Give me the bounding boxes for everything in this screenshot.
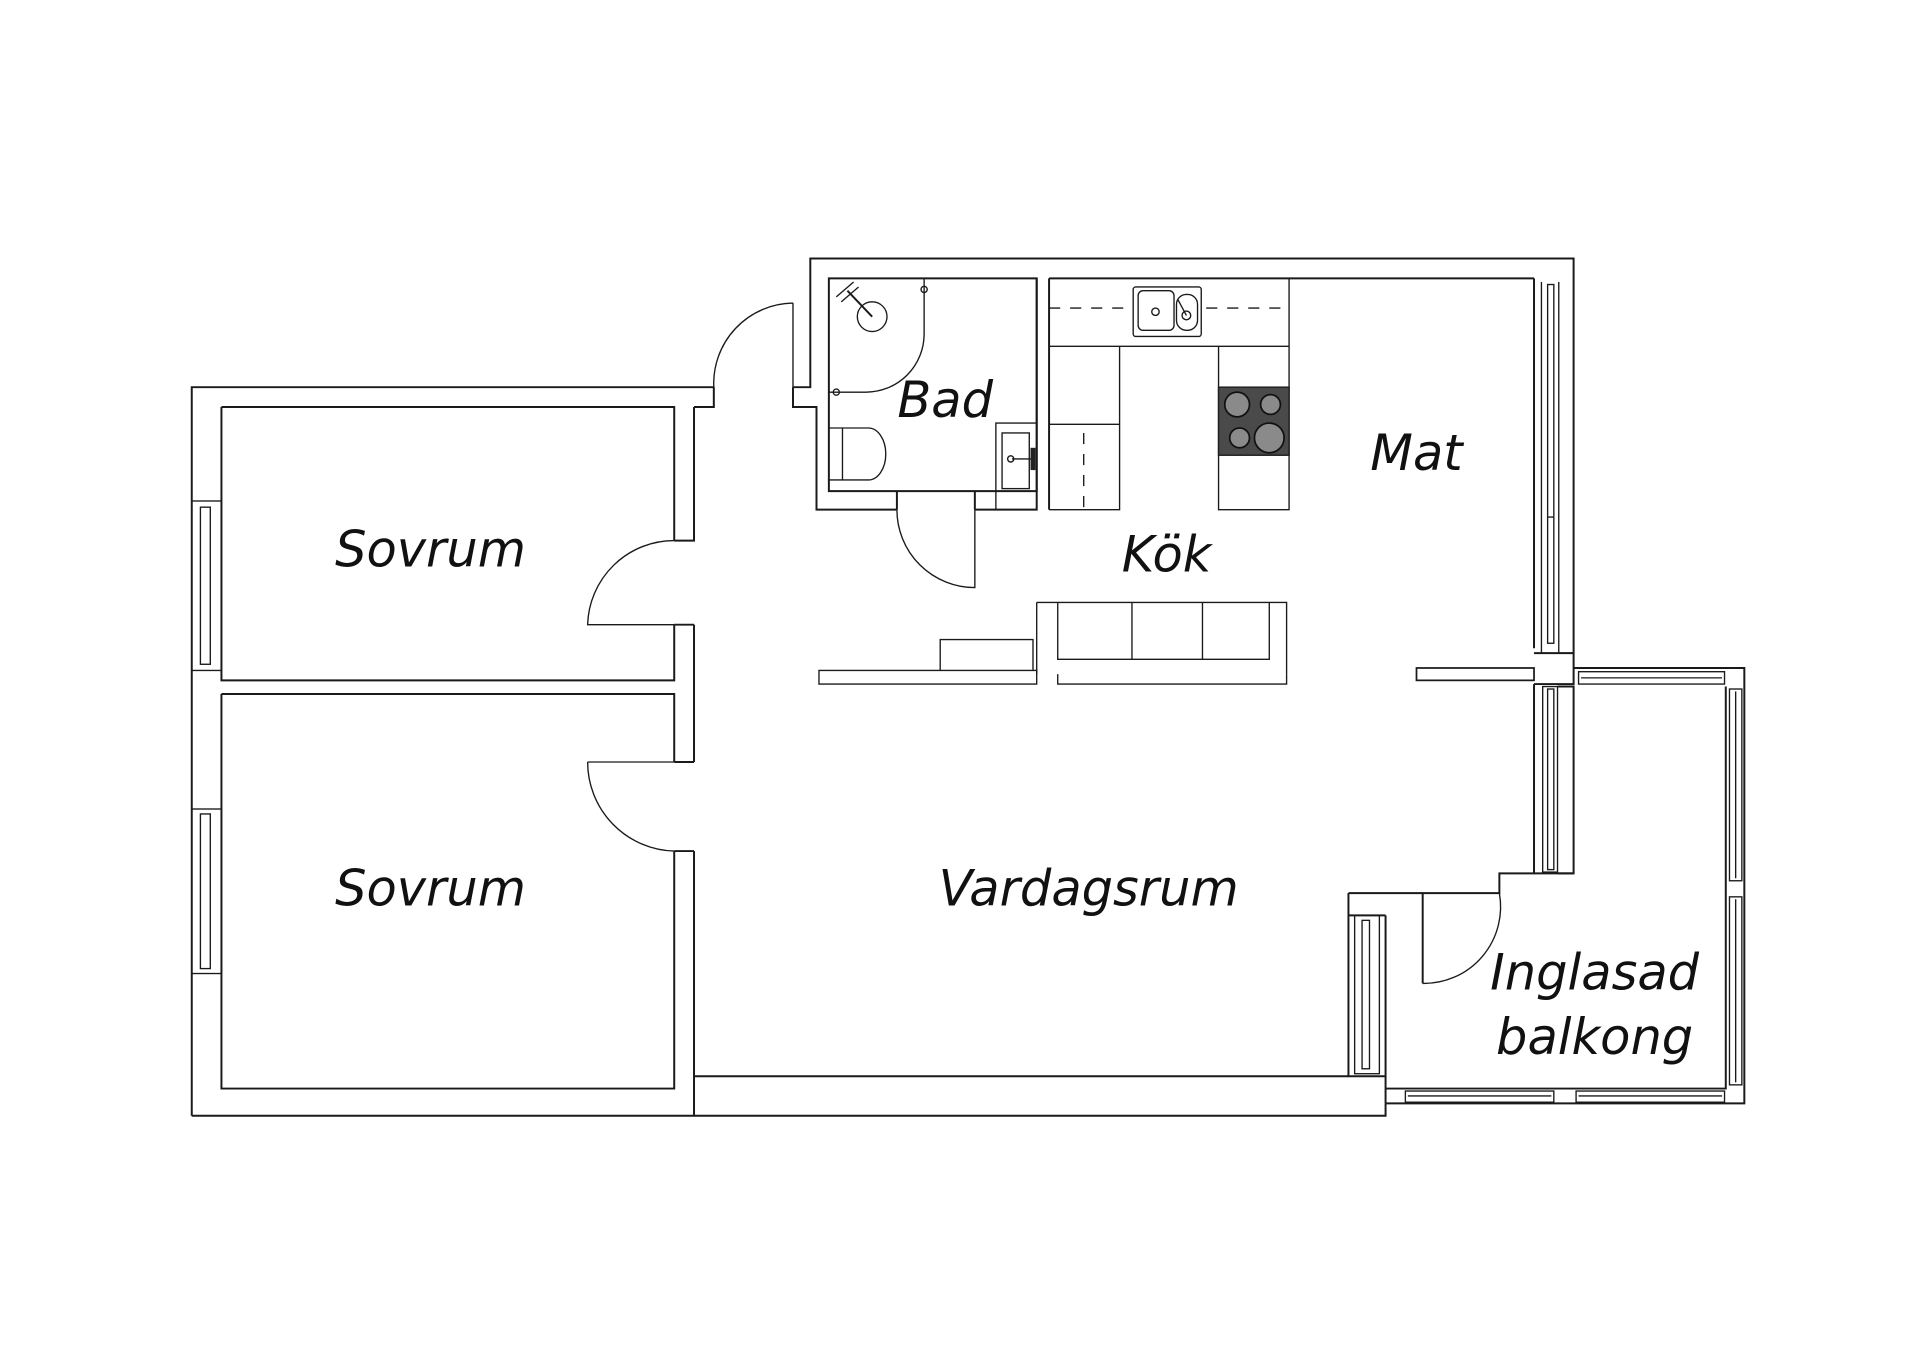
room-label-balkong-line1: Inglasad [1490,944,1699,1002]
bathroom-sink-icon [995,422,1038,511]
kitchen-sink-icon [1132,286,1202,338]
room-label-vardagsrum: Vardagsrum [939,859,1239,917]
bathroom-door[interactable] [896,509,976,589]
toilet-icon [828,427,887,481]
room-label-bad: Bad [897,371,993,429]
balcony-window-left [1348,914,1386,1075]
bedroom-door-top[interactable] [586,539,675,626]
room-label-mat: Mat [1370,424,1464,482]
room-label-sovrum-top: Sovrum [335,521,526,579]
bedroom-door-bottom[interactable] [586,761,675,852]
room-label-balkong-line2: balkong [1496,1008,1693,1066]
room-label-sovrum-bottom: Sovrum [335,859,526,917]
sofa-icon[interactable] [1036,601,1288,675]
stove-hob-icon [1217,386,1290,456]
room-label-kok: Kök [1122,526,1214,584]
balcony-window-bottom [1404,1090,1726,1103]
shower-icon [828,278,928,396]
living-window-right [1534,685,1575,875]
bedroom-block-walls [190,386,1387,1117]
balcony-window-top [1577,671,1726,685]
balcony-walls [1347,666,1746,1105]
low-wall-counter [818,638,1288,685]
bedroom-window-bottom [191,808,223,975]
entrance-door[interactable] [713,302,793,407]
right-wall [1415,278,1575,984]
bedroom-window-top [191,500,223,672]
balcony-door[interactable] [1422,893,1502,985]
balcony-window-right [1728,688,1743,1086]
